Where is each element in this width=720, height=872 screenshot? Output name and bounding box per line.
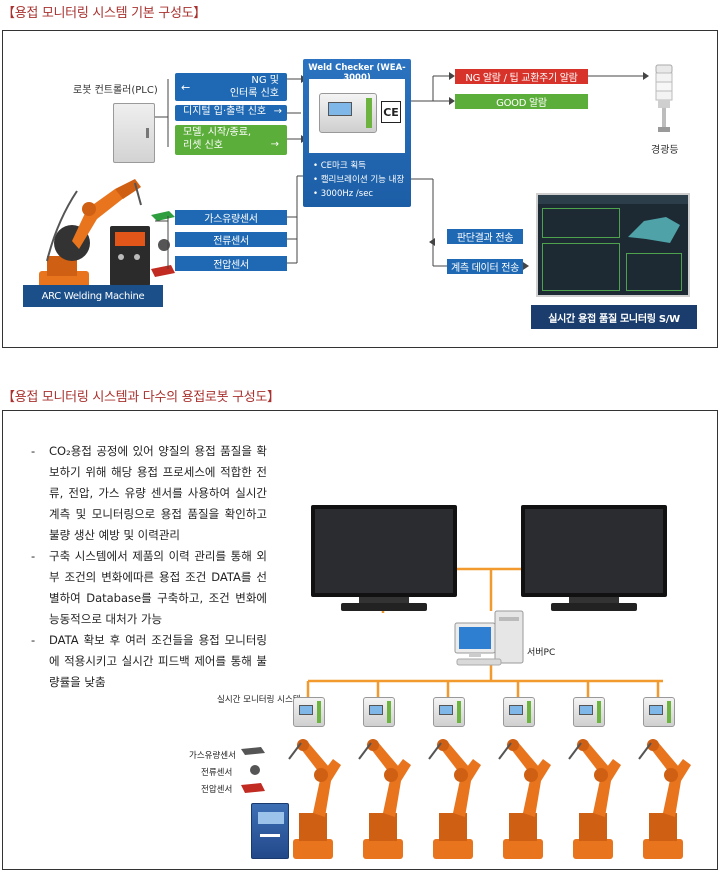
- checker-feature-item: • 3000Hz /sec: [313, 189, 374, 199]
- signal-box-ng-interlock: ← NG 및 인터록 신호: [175, 73, 287, 101]
- sensor-box-voltage: 전압센서: [175, 256, 287, 271]
- monitor-right-icon: [521, 505, 667, 611]
- signal-ng-line1: NG 및: [251, 75, 279, 86]
- realtime-monitoring-label: 실시간 모니터링 시스템: [217, 695, 301, 705]
- power-source-knob: [134, 254, 140, 260]
- sw-screen-header: [538, 195, 688, 204]
- checker-side-strip: [366, 98, 372, 128]
- device-screen: [299, 705, 313, 715]
- welding-robot-icon: [288, 739, 341, 859]
- device-screen: [509, 705, 523, 715]
- sensor-label-gas: 가스유량센서: [189, 751, 236, 761]
- signal-model-line2: 리셋 신호: [183, 139, 223, 151]
- sw-panel: [626, 253, 682, 291]
- power-source-panel: [258, 812, 284, 824]
- welding-robot-icon: [568, 739, 621, 859]
- monitoring-device: [293, 697, 325, 727]
- power-source-slot: [260, 834, 280, 837]
- weld-checker-box: Weld Checker (WEA-3000) CE • CE마크 획득 • 캘…: [303, 59, 411, 207]
- bullet-item: 구축 시스템에서 제품의 이력 관리를 통해 외부 조건의 변화에따른 용접 조…: [31, 546, 267, 630]
- device-screen: [369, 705, 383, 715]
- checker-feature-item: • CE마크 획득: [313, 161, 367, 171]
- power-source-panel: [115, 232, 145, 246]
- device-strip: [597, 701, 601, 723]
- arrow-left-icon: ←: [181, 81, 191, 94]
- signal-model-line1: 모델, 시작/종료,: [183, 127, 252, 138]
- measurement-transfer-box: 계측 데이터 전송: [447, 259, 523, 274]
- power-source-knob: [118, 254, 124, 260]
- device-strip: [527, 701, 531, 723]
- signal-box-model-start: 모델, 시작/종료, 리셋 신호 →: [175, 125, 287, 155]
- sw-panel: [542, 243, 620, 291]
- device-strip: [317, 701, 321, 723]
- monitoring-device: [503, 697, 535, 727]
- sw-panel: [542, 208, 620, 238]
- ce-mark-icon: CE: [381, 101, 401, 123]
- section2-title: 【용접 모니터링 시스템과 다수의 용접로봇 구성도】: [2, 390, 280, 405]
- checker-features-list: • CE마크 획득 • 캘리브레이션 기능 내장 • 3000Hz /sec: [313, 159, 404, 201]
- sw-part-image: [628, 217, 680, 243]
- monitoring-device: [433, 697, 465, 727]
- signal-digital-io-label: 디지털 입·출력 신호: [183, 106, 267, 117]
- sensor-box-gas: 가스유량센서: [175, 210, 287, 225]
- server-pc-icon: [454, 610, 524, 666]
- ng-alarm-box: NG 알람 / 팁 교환주기 알람: [455, 69, 588, 84]
- sensor-label-voltage: 전압센서: [201, 785, 233, 795]
- power-source-unit: [251, 803, 289, 859]
- welding-robot-icon: [498, 739, 551, 859]
- device-strip: [667, 701, 671, 723]
- judgment-transfer-box: 판단결과 전송: [447, 229, 523, 244]
- plc-handle: [146, 128, 149, 138]
- sensor-clamps-icon: [241, 747, 265, 793]
- signal-ng-line2: 인터록 신호: [229, 87, 279, 99]
- device-strip: [387, 701, 391, 723]
- device-screen: [439, 705, 453, 715]
- weld-checker-title: Weld Checker (WEA-3000): [308, 63, 406, 83]
- monitoring-device: [643, 697, 675, 727]
- plc-cabinet: [113, 103, 155, 163]
- server-pc-label: 서버PC: [527, 648, 556, 658]
- monitor-left-icon: [311, 505, 457, 611]
- device-strip: [457, 701, 461, 723]
- power-source-unit: [110, 226, 150, 286]
- arrow-right-icon: →: [270, 139, 279, 150]
- device-screen: [579, 705, 593, 715]
- monitoring-sw-label: 실시간 용접 품질 모니터링 S/W: [531, 305, 697, 329]
- plc-label: 로봇 컨트롤러(PLC): [73, 85, 158, 96]
- arc-welding-machine-label: ARC Welding Machine: [23, 285, 163, 307]
- sensor-clamps-icon: [151, 211, 175, 277]
- arrow-right-icon: →: [273, 106, 282, 117]
- device-screen: [649, 705, 663, 715]
- weld-checker-image: CE: [309, 79, 405, 153]
- multi-robot-diagram-panel: CO₂용접 공정에 있어 양질의 용접 품질을 확보하기 위해 해당 용접 프로…: [2, 410, 718, 870]
- signal-lamp-icon: [655, 64, 673, 132]
- checker-feature-item: • 캘리브레이션 기능 내장: [313, 175, 405, 185]
- welding-robot-icon: [638, 739, 691, 859]
- sensor-box-current: 전류센서: [175, 232, 287, 247]
- monitoring-device: [573, 697, 605, 727]
- basic-diagram-panel: 로봇 컨트롤러(PLC) ARC Welding Machine: [2, 30, 718, 348]
- bullet-item: CO₂용접 공정에 있어 양질의 용접 품질을 확보하기 위해 해당 용접 프로…: [31, 441, 267, 546]
- welding-robot-icon: [358, 739, 411, 859]
- monitoring-device: [363, 697, 395, 727]
- good-alarm-box: GOOD 알람: [455, 94, 588, 109]
- section1-title: 【용접 모니터링 시스템 기본 구성도】: [2, 6, 206, 21]
- bullet-item: DATA 확보 후 여러 조건들을 용접 모니터링에 적용시키고 실시간 피드백…: [31, 630, 267, 693]
- monitoring-sw-screen: [536, 193, 690, 297]
- sensor-label-current: 전류센서: [201, 768, 233, 778]
- checker-screen: [328, 102, 352, 116]
- welding-robot-icon: [428, 739, 481, 859]
- checker-device: [319, 93, 377, 133]
- signal-lamp-label: 경광등: [651, 145, 679, 156]
- description-bullets: CO₂용접 공정에 있어 양질의 용접 품질을 확보하기 위해 해당 용접 프로…: [31, 441, 267, 693]
- signal-box-digital-io: 디지털 입·출력 신호 →: [175, 105, 287, 121]
